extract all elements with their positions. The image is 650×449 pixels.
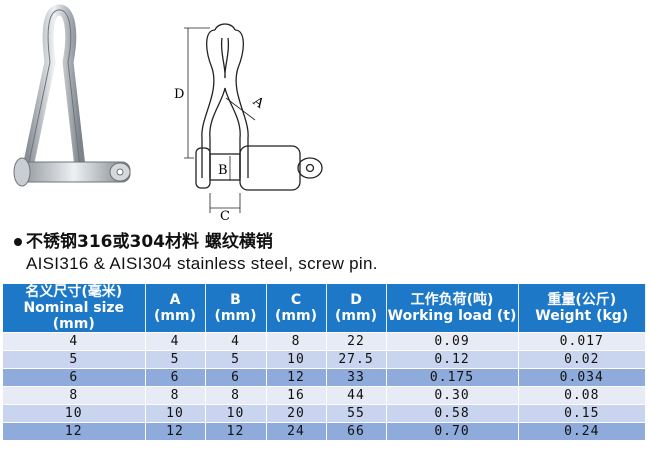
table-cell: 8 <box>205 386 267 405</box>
table-cell: 66 <box>326 422 387 440</box>
column-header: D(mm) <box>326 284 387 333</box>
dimension-label-a: A <box>249 93 267 112</box>
description-en: AISI316 & AISI304 stainless steel, screw… <box>26 254 378 273</box>
column-header-cn: 工作负荷(吨) <box>410 292 494 308</box>
column-header-en: Weight (kg) <box>535 308 629 324</box>
table-cell: 10 <box>145 404 206 423</box>
column-header-en: (mm) <box>214 308 257 324</box>
table-cell: 10 <box>266 350 327 369</box>
shackle-photo <box>13 4 131 187</box>
product-description: 不锈钢316或304材料 螺纹横销 AISI316 & AISI304 stai… <box>14 231 378 275</box>
dimension-label-b: B <box>218 163 228 178</box>
table-cell: 10 <box>205 404 267 423</box>
table-cell: 0.034 <box>518 368 646 387</box>
table-cell: 6 <box>205 368 267 387</box>
description-cn: 不锈钢316或304材料 螺纹横销 <box>26 232 273 252</box>
table-cell: 12 <box>205 422 267 440</box>
table-cell: 0.175 <box>386 368 519 387</box>
table-cell: 12 <box>145 422 206 440</box>
column-header-cn: 名义尺寸(毫米) <box>25 284 123 300</box>
dimension-label-c: C <box>220 209 230 223</box>
column-header-en: (mm) <box>154 308 196 324</box>
table-cell: 0.017 <box>518 332 646 351</box>
column-header: 名义尺寸(毫米)Nominal size (mm) <box>3 284 146 333</box>
column-header-cn: B <box>230 292 241 308</box>
table-cell: 8 <box>3 386 146 405</box>
column-header: C(mm) <box>266 284 327 333</box>
table-cell: 0.24 <box>518 422 646 440</box>
table-cell: 10 <box>3 404 146 423</box>
table-cell: 5 <box>3 350 146 369</box>
table-cell: 12 <box>3 422 146 440</box>
column-header-cn: C <box>290 292 302 308</box>
table-cell: 0.09 <box>386 332 519 351</box>
dimension-label-d: D <box>174 87 184 102</box>
column-header-cn: D <box>350 292 362 308</box>
table-cell: 4 <box>145 332 206 351</box>
column-header-en: Working load (t) <box>387 308 517 324</box>
table-cell: 8 <box>145 386 206 405</box>
column-header-cn: 重量(公斤) <box>547 292 617 308</box>
column-header: A(mm) <box>145 284 206 333</box>
table-cell: 24 <box>266 422 327 440</box>
table-cell: 0.12 <box>386 350 519 369</box>
table-cell: 4 <box>205 332 267 351</box>
bullet-icon <box>14 238 22 246</box>
table-cell: 55 <box>326 404 387 423</box>
table-cell: 6 <box>145 368 206 387</box>
table-cell: 0.30 <box>386 386 519 405</box>
column-header: B(mm) <box>205 284 267 333</box>
table-cell: 12 <box>266 368 327 387</box>
table-cell: 4 <box>3 332 146 351</box>
table-cell: 16 <box>266 386 327 405</box>
table-cell: 5 <box>205 350 267 369</box>
table-cell: 27.5 <box>326 350 387 369</box>
column-header: 工作负荷(吨)Working load (t) <box>386 284 519 333</box>
column-header-en: Nominal size (mm) <box>23 300 125 332</box>
table-cell: 20 <box>266 404 327 423</box>
table-cell: 8 <box>266 332 327 351</box>
table-cell: 33 <box>326 368 387 387</box>
spec-table: 名义尺寸(毫米)Nominal size (mm)A(mm)B(mm)C(mm)… <box>3 284 646 440</box>
table-cell: 0.70 <box>386 422 519 440</box>
table-cell: 6 <box>3 368 146 387</box>
column-header-en: (mm) <box>275 308 317 324</box>
table-cell: 0.08 <box>518 386 646 405</box>
column-header-cn: A <box>169 292 181 308</box>
table-cell: 44 <box>326 386 387 405</box>
table-cell: 0.02 <box>518 350 646 369</box>
table-cell: 22 <box>326 332 387 351</box>
technical-drawing: D A B C <box>174 23 323 223</box>
table-header-row: 名义尺寸(毫米)Nominal size (mm)A(mm)B(mm)C(mm)… <box>3 284 646 333</box>
table-cell: 5 <box>145 350 206 369</box>
table-cell: 0.58 <box>386 404 519 423</box>
column-header-en: (mm) <box>335 308 377 324</box>
table-cell: 0.15 <box>518 404 646 423</box>
column-header: 重量(公斤)Weight (kg) <box>518 284 646 333</box>
